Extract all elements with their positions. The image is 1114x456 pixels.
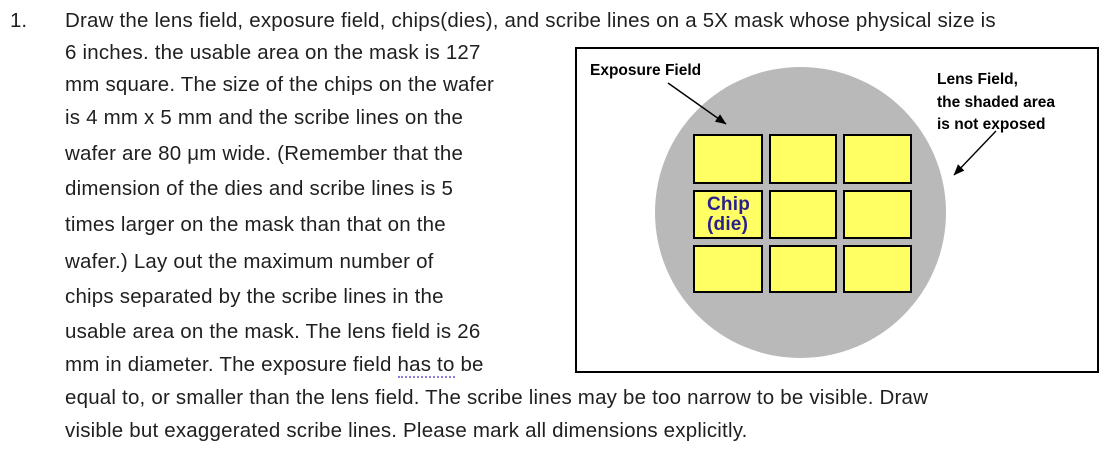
die-cell [769,190,837,239]
list-number: 1. [10,9,28,32]
problem-text-line-10: usable area on the mask. The lens field … [65,320,481,343]
line-11-post: be [454,353,484,376]
lens-field-arrow [953,130,997,176]
problem-text-line-1: Draw the lens field, exposure field, chi… [65,9,996,32]
chip-label-line-1: Chip [707,194,751,215]
problem-text-line-4: is 4 mm x 5 mm and the scribe lines on t… [65,106,464,129]
exposure-field-label: Exposure Field [590,62,702,79]
die-cell [843,190,912,239]
die-cell [693,134,763,184]
lens-field-label-line-2: the shaded area [937,93,1056,111]
figure-box: Chip (die) Exposure Field Lens Field, th… [575,47,1099,373]
problem-text-line-8: wafer.) Lay out the maximum number of [65,250,434,273]
problem-text-line-12: equal to, or smaller than the lens field… [65,386,929,409]
problem-text-line-6: dimension of the dies and scribe lines i… [65,177,454,200]
lens-field-label-line-1: Lens Field, [937,71,1018,88]
lens-field-label-line-3: is not exposed [937,116,1046,133]
die-grid: Chip (die) [693,134,912,293]
die-cell [769,245,837,293]
problem-text-line-2: 6 inches. the usable area on the mask is… [65,41,481,64]
line-11-pre: mm in diameter. The exposure field [65,353,398,376]
problem-text-line-11: mm in diameter. The exposure field has t… [65,352,484,378]
die-cell-chip: Chip (die) [693,190,763,239]
die-cell [843,245,912,293]
chip-label: Chip (die) [695,192,761,235]
problem-text-line-3: mm square. The size of the chips on the … [65,73,495,96]
problem-text-line-13: visible but exaggerated scribe lines. Pl… [65,419,748,442]
grammar-flagged-phrase: has to [397,353,455,378]
problem-text-line-7: times larger on the mask than that on th… [65,213,446,236]
problem-text-line-5: wafer are 80 μm wide. (Remember that the [65,142,464,165]
lens-field-label: Lens Field, the shaded area is not expos… [937,69,1055,137]
die-cell [693,245,763,293]
die-cell [769,134,837,184]
die-cell [843,134,912,184]
chip-label-line-2: (die) [707,214,749,235]
problem-text-line-9: chips separated by the scribe lines in t… [65,285,444,308]
